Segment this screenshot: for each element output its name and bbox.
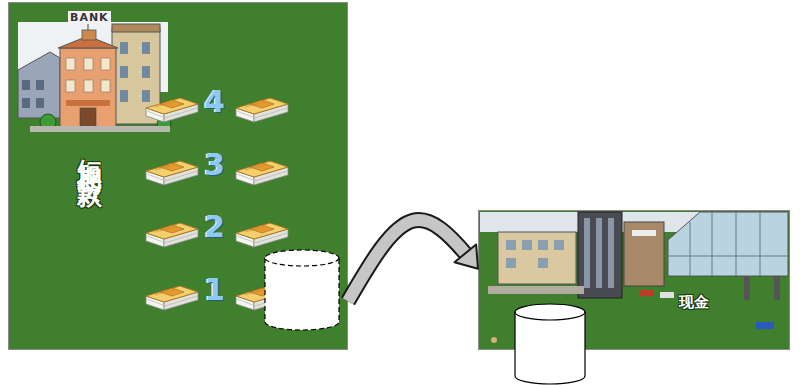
callout-number: 2 [204,209,225,244]
panel-title: 现金 [679,293,709,312]
arrow-outline [348,220,478,301]
arrow-body [348,220,478,301]
panel-title: 短期贷款 [73,139,106,171]
building-sign: BANK [68,11,111,24]
callout-number: 1 [204,272,225,307]
callout-number: 3 [204,147,225,182]
callout-number: 4 [204,84,225,119]
flow-arrow [348,220,478,301]
loan-panel: 短期贷款 [8,2,348,350]
cash-panel: 现金 [478,210,790,350]
arrow-head [454,244,478,268]
